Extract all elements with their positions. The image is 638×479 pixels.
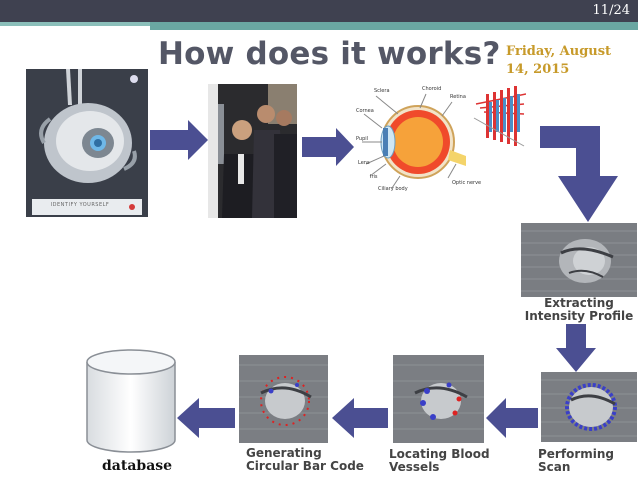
performing-scan-image (541, 372, 637, 442)
caption-barcode-line1: Generating (246, 446, 322, 460)
caption-extracting-line2: Intensity Profile (524, 309, 634, 323)
database-cylinder-icon (86, 349, 176, 453)
header-accent-left (0, 22, 150, 26)
eye-label-pupil: Pupil (356, 136, 369, 142)
caption-scan-line2: Scan (538, 460, 571, 474)
caption-performing-scan: Performing Scan (538, 448, 634, 474)
header-bar (0, 0, 638, 22)
database-label: database (102, 458, 173, 474)
eye-anatomy-diagram: Sclera Choroid Retina Cornea Pupil Lens … (356, 84, 527, 196)
eye-label-sclera: Sclera (374, 88, 390, 94)
eye-label-choroid: Choroid (422, 86, 442, 92)
caption-vessels-line1: Locating Blood (389, 447, 490, 461)
caption-extracting: Extracting Intensity Profile (521, 297, 637, 323)
caption-barcode-line2: Circular Bar Code (246, 459, 364, 473)
caption-locating-vessels: Locating Blood Vessels (389, 448, 499, 474)
slide-number: 11/24 (592, 3, 630, 18)
slide-title: How does it works? (158, 36, 501, 72)
header-accent-stripe (150, 22, 638, 30)
flow-arrow-left-3 (177, 398, 235, 438)
slide-date: Friday, August 14, 2015 (506, 44, 612, 77)
eye-label-retina: Retina (450, 94, 466, 100)
caption-generating-bar-code: Generating Circular Bar Code (246, 447, 366, 473)
caption-extracting-line1: Extracting (544, 296, 614, 310)
person-scanning-photo (208, 84, 297, 218)
intensity-profile-image (521, 223, 637, 297)
device-label: IDENTIFY YOURSELF (50, 202, 110, 208)
flow-arrow-left-1 (486, 398, 538, 438)
eye-label-cornea: Cornea (356, 108, 374, 114)
eye-label-ciliary-body: Ciliary body (378, 186, 408, 192)
flow-arrow-right-1 (150, 120, 208, 160)
flow-arrow-down (556, 324, 596, 372)
eye-label-lens: Lens (358, 160, 370, 166)
caption-scan-line1: Performing (538, 447, 614, 461)
eye-label-iris: Iris (370, 174, 378, 180)
flow-arrow-right-2 (302, 128, 354, 166)
flow-arrow-left-2 (332, 398, 388, 438)
circular-bar-code-image (239, 355, 328, 443)
eye-label-optic-nerve: Optic nerve (452, 180, 482, 186)
locating-blood-vessels-image (393, 355, 484, 443)
flow-arrow-elbow-down (540, 126, 618, 222)
retina-scanner-device-image (26, 69, 148, 217)
caption-vessels-line2: Vessels (389, 460, 440, 474)
